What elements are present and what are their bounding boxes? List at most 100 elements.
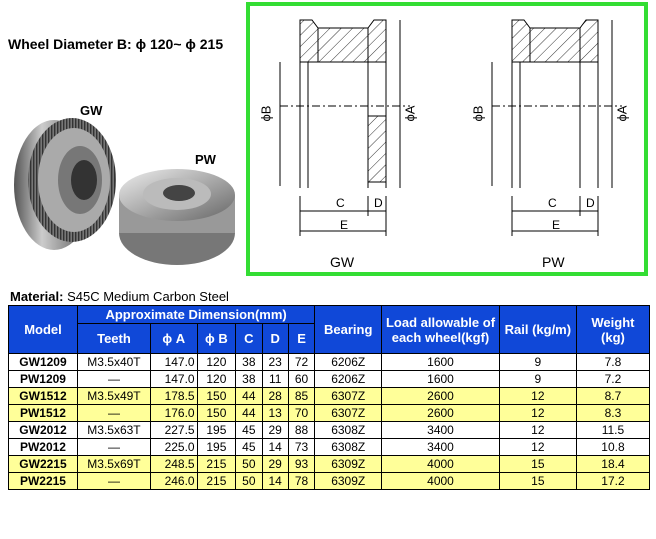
cell-c: 38 xyxy=(235,353,263,371)
cell-rail: 12 xyxy=(498,387,577,405)
pw-section xyxy=(491,19,622,236)
cell-bearing: 6309Z xyxy=(314,455,383,473)
cell-bearing: 6206Z xyxy=(314,370,383,388)
cell-weight: 18.4 xyxy=(575,455,651,473)
material-line: Material: S45C Medium Carbon Steel xyxy=(10,289,229,304)
cell-weight: 10.8 xyxy=(575,438,651,456)
cell-c: 38 xyxy=(235,370,263,388)
header-approx-dimension: Approximate Dimension(mm) xyxy=(76,305,316,324)
cell-a: 178.5 xyxy=(149,387,198,405)
gw-dim-e: E xyxy=(340,218,349,232)
cell-e: 60 xyxy=(287,370,316,388)
cell-b: 150 xyxy=(196,404,237,422)
cell-e: 88 xyxy=(287,421,316,439)
header-b: ϕ B xyxy=(196,323,237,354)
gw-section xyxy=(279,19,410,236)
cell-teeth: — xyxy=(76,438,151,456)
page-title: Wheel Diameter B: ϕ 120~ ϕ 215 xyxy=(8,36,224,52)
cell-a: 147.0 xyxy=(149,370,198,388)
header-c: C xyxy=(235,323,263,354)
gw-dim-b: ϕB xyxy=(258,105,274,122)
cell-rail: 15 xyxy=(498,455,577,473)
cell-e: 72 xyxy=(287,353,316,371)
cell-load: 3400 xyxy=(381,438,500,456)
cell-model: PW1512 xyxy=(8,404,78,422)
gw-dim-c: C xyxy=(336,196,345,210)
cell-bearing: 6308Z xyxy=(314,438,383,456)
cell-c: 45 xyxy=(235,421,263,439)
cell-rail: 12 xyxy=(498,404,577,422)
cell-b: 150 xyxy=(196,387,237,405)
material-label: Material: xyxy=(10,289,64,304)
pw-caption: PW xyxy=(542,254,565,270)
cell-model: GW2215 xyxy=(8,455,78,473)
cell-e: 93 xyxy=(287,455,316,473)
cell-c: 50 xyxy=(235,455,263,473)
cell-weight: 17.2 xyxy=(575,472,651,490)
cell-rail: 12 xyxy=(498,421,577,439)
cell-b: 120 xyxy=(196,370,237,388)
cell-teeth: M3.5x63T xyxy=(76,421,151,439)
technical-drawing: ϕB ϕA C D E GW ϕB ϕA C D E PW xyxy=(246,2,648,276)
cell-bearing: 6308Z xyxy=(314,421,383,439)
cell-b: 215 xyxy=(196,472,237,490)
cell-a: 227.5 xyxy=(149,421,198,439)
cell-teeth: — xyxy=(76,472,151,490)
cell-teeth: M3.5x40T xyxy=(76,353,151,371)
cell-d: 13 xyxy=(261,404,289,422)
cell-e: 73 xyxy=(287,438,316,456)
header-e: E xyxy=(287,323,316,354)
gw-wheel-photo xyxy=(14,118,116,250)
cell-e: 85 xyxy=(287,387,316,405)
pw-dim-b: ϕB xyxy=(470,105,486,122)
header-rail: Rail (kg/m) xyxy=(498,305,577,354)
cell-bearing: 6206Z xyxy=(314,353,383,371)
gw-photo-label: GW xyxy=(80,103,103,118)
cell-rail: 9 xyxy=(498,353,577,371)
cell-load: 2600 xyxy=(381,387,500,405)
cell-weight: 11.5 xyxy=(575,421,651,439)
header-load: Load allowable of each wheel(kgf) xyxy=(381,305,500,354)
cell-e: 70 xyxy=(287,404,316,422)
cell-model: GW2012 xyxy=(8,421,78,439)
cell-bearing: 6307Z xyxy=(314,404,383,422)
cell-rail: 15 xyxy=(498,472,577,490)
cell-e: 78 xyxy=(287,472,316,490)
cell-d: 28 xyxy=(261,387,289,405)
cell-a: 176.0 xyxy=(149,404,198,422)
cell-b: 215 xyxy=(196,455,237,473)
header-model: Model xyxy=(8,305,78,354)
cell-c: 45 xyxy=(235,438,263,456)
cell-b: 195 xyxy=(196,421,237,439)
cell-model: PW2012 xyxy=(8,438,78,456)
cell-load: 4000 xyxy=(381,472,500,490)
pw-dim-d: D xyxy=(586,196,595,210)
header-a: ϕ A xyxy=(149,323,198,354)
cell-a: 248.5 xyxy=(149,455,198,473)
header-d: D xyxy=(261,323,289,354)
gw-caption: GW xyxy=(330,254,355,270)
header-weight: Weight (kg) xyxy=(575,305,651,354)
cell-rail: 12 xyxy=(498,438,577,456)
cell-d: 14 xyxy=(261,438,289,456)
cell-bearing: 6309Z xyxy=(314,472,383,490)
spec-table: Model Approximate Dimension(mm) Bearing … xyxy=(8,305,651,490)
cell-d: 23 xyxy=(261,353,289,371)
gw-dim-a: ϕA xyxy=(402,105,418,122)
cell-d: 11 xyxy=(261,370,289,388)
cell-teeth: — xyxy=(76,404,151,422)
cell-load: 1600 xyxy=(381,370,500,388)
cell-model: PW2215 xyxy=(8,472,78,490)
cell-teeth: — xyxy=(76,370,151,388)
cell-a: 246.0 xyxy=(149,472,198,490)
cell-c: 44 xyxy=(235,404,263,422)
cell-a: 225.0 xyxy=(149,438,198,456)
cell-rail: 9 xyxy=(498,370,577,388)
